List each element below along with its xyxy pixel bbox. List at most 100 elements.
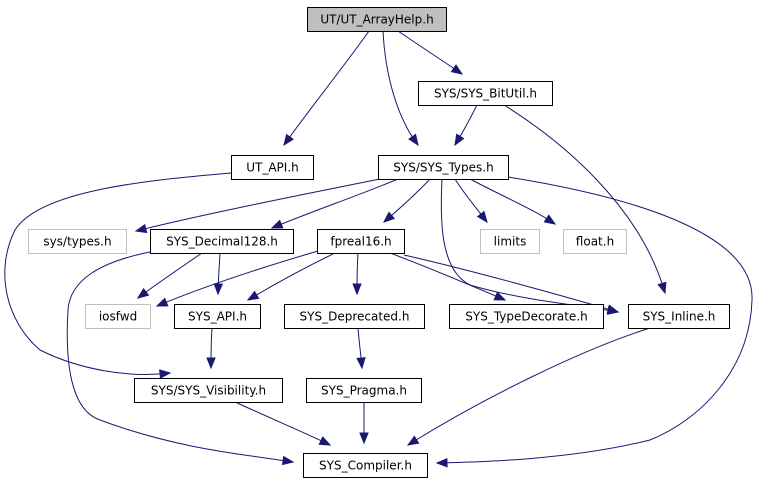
edge-arrayhelp-to-utapi bbox=[283, 30, 370, 147]
edge-line bbox=[283, 30, 370, 146]
edge-line bbox=[137, 252, 203, 299]
edge-decimal128-to-sysapi bbox=[213, 252, 224, 296]
node-label: sys/types.h bbox=[43, 235, 111, 249]
arrowhead-icon bbox=[352, 283, 362, 296]
node-systypes: sys/types.h bbox=[28, 229, 127, 254]
edge-arrayhelp-to-bitutil bbox=[397, 30, 464, 75]
arrowhead-icon bbox=[657, 281, 667, 295]
node-inline[interactable]: SYS_Inline.h bbox=[628, 304, 730, 329]
arrowhead-icon bbox=[454, 133, 465, 147]
edge-line bbox=[407, 327, 651, 446]
node-label: UT/UT_ArrayHelp.h bbox=[320, 13, 433, 27]
arrowhead-icon bbox=[356, 357, 366, 370]
node-label: SYS/SYS_Visibility.h bbox=[151, 384, 266, 398]
node-label: SYS_Decimal128.h bbox=[166, 235, 278, 249]
edge-visibility-to-compiler bbox=[234, 401, 332, 446]
node-box bbox=[85, 304, 151, 329]
arrowhead-icon bbox=[206, 357, 216, 370]
node-types[interactable]: SYS/SYS_Types.h bbox=[378, 155, 509, 180]
edge-arrayhelp-to-types bbox=[382, 30, 419, 147]
edge-line bbox=[156, 250, 319, 307]
arrowhead-icon bbox=[136, 287, 150, 299]
arrowhead-icon bbox=[213, 283, 224, 296]
arrowhead-icon bbox=[359, 432, 369, 445]
edge-line bbox=[382, 30, 419, 146]
node-box bbox=[174, 304, 261, 329]
arrowhead-icon bbox=[406, 435, 420, 446]
node-arrayhelp[interactable]: UT/UT_ArrayHelp.h bbox=[307, 7, 447, 32]
arrowhead-icon bbox=[270, 219, 284, 229]
node-label: UT_API.h bbox=[246, 161, 299, 175]
node-box bbox=[418, 81, 553, 106]
node-limits: limits bbox=[480, 229, 540, 254]
edge-line bbox=[503, 104, 666, 294]
arrowhead-icon bbox=[450, 64, 464, 75]
edge-line bbox=[234, 401, 331, 446]
node-pragma[interactable]: SYS_Pragma.h bbox=[306, 378, 422, 403]
node-visibility[interactable]: SYS/SYS_Visibility.h bbox=[134, 378, 283, 403]
node-box bbox=[449, 304, 604, 329]
node-box bbox=[480, 229, 540, 254]
node-box bbox=[307, 7, 447, 32]
node-box bbox=[231, 155, 314, 180]
arrowhead-icon bbox=[543, 214, 557, 225]
arrowhead-icon bbox=[382, 211, 396, 223]
node-box bbox=[628, 304, 730, 329]
node-box bbox=[134, 378, 283, 403]
arrowhead-icon bbox=[435, 458, 448, 468]
node-label: SYS_Compiler.h bbox=[319, 459, 412, 473]
arrowhead-icon bbox=[159, 369, 172, 379]
node-compiler[interactable]: SYS_Compiler.h bbox=[303, 453, 428, 478]
edge-line bbox=[247, 252, 336, 301]
edge-decimal128-to-iosfwd bbox=[136, 252, 203, 299]
edge-types-to-float bbox=[469, 178, 557, 225]
edge-utapi-to-visibility bbox=[4, 172, 232, 379]
edge-line bbox=[403, 254, 619, 313]
edge-line bbox=[389, 252, 506, 301]
edge-pragma-to-compiler bbox=[359, 402, 369, 445]
arrowhead-icon bbox=[476, 210, 488, 224]
node-label: SYS/SYS_Types.h bbox=[393, 161, 493, 175]
node-label: float.h bbox=[576, 235, 614, 249]
node-fpreal16[interactable]: fpreal16.h bbox=[317, 229, 405, 254]
edge-line bbox=[436, 176, 753, 464]
edge-deprecated-to-pragma bbox=[356, 327, 366, 370]
edge-types-to-systypes bbox=[134, 178, 381, 234]
node-box bbox=[28, 229, 127, 254]
node-utapi[interactable]: UT_API.h bbox=[231, 155, 314, 180]
node-decimal128[interactable]: SYS_Decimal128.h bbox=[150, 229, 294, 254]
node-box bbox=[317, 229, 405, 254]
node-iosfwd: iosfwd bbox=[85, 304, 151, 329]
edge-fpreal16-to-iosfwd bbox=[155, 250, 319, 307]
node-box bbox=[378, 155, 509, 180]
arrowhead-icon bbox=[493, 291, 507, 301]
edge-decimal128-to-compiler bbox=[66, 251, 295, 466]
arrowhead-icon bbox=[606, 304, 620, 314]
node-box bbox=[150, 229, 294, 254]
node-bitutil[interactable]: SYS/SYS_BitUtil.h bbox=[418, 81, 553, 106]
node-label: SYS_Inline.h bbox=[643, 310, 716, 324]
edge-line bbox=[135, 178, 381, 232]
node-label: SYS_Pragma.h bbox=[321, 384, 407, 398]
edge-types-to-compiler bbox=[435, 176, 753, 468]
arrowhead-icon bbox=[283, 133, 294, 147]
arrowhead-icon bbox=[246, 290, 260, 301]
edge-inline-to-compiler bbox=[406, 327, 651, 446]
edge-types-to-limits bbox=[454, 178, 488, 224]
node-sysapi[interactable]: SYS_API.h bbox=[174, 304, 261, 329]
node-label: SYS/SYS_BitUtil.h bbox=[434, 87, 537, 101]
edge-fpreal16-to-typedecorate bbox=[389, 252, 507, 301]
node-typedecorate[interactable]: SYS_TypeDecorate.h bbox=[449, 304, 604, 329]
edge-fpreal16-to-sysapi bbox=[246, 252, 336, 301]
node-label: limits bbox=[494, 235, 527, 249]
edge-sysapi-to-visibility bbox=[206, 327, 216, 370]
node-box bbox=[563, 229, 627, 254]
node-label: SYS_TypeDecorate.h bbox=[465, 310, 587, 324]
node-box bbox=[306, 378, 422, 403]
node-deprecated[interactable]: SYS_Deprecated.h bbox=[284, 304, 425, 329]
edge-bitutil-to-types bbox=[454, 104, 478, 147]
edge-line bbox=[66, 251, 294, 463]
node-float: float.h bbox=[563, 229, 627, 254]
arrowhead-icon bbox=[408, 133, 419, 147]
